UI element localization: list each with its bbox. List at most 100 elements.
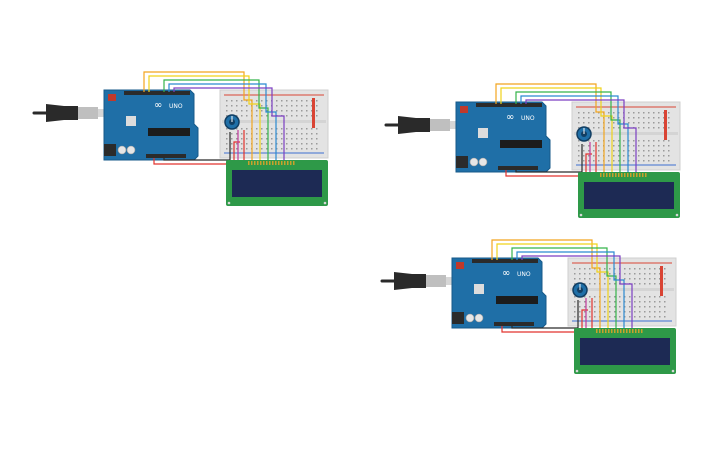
breadboard-hole (236, 100, 238, 102)
breadboard-hole (613, 112, 615, 114)
breadboard-hole (306, 138, 308, 140)
breadboard-hole (301, 105, 303, 107)
breadboard-hole (629, 268, 631, 270)
breadboard-hole (649, 306, 651, 308)
breadboard-hole (246, 138, 248, 140)
lcd-pin-header (248, 161, 295, 165)
breadboard-hole (614, 273, 616, 275)
breadboard-hole (623, 140, 625, 142)
lcd-pin (624, 173, 626, 177)
circuit-drawing[interactable]: ∞ UNO (380, 238, 692, 398)
arduino-uno-board[interactable]: ∞ UNO (455, 101, 551, 173)
breadboard-hole (634, 283, 636, 285)
breadboard-hole (593, 117, 595, 119)
breadboard-hole (598, 160, 600, 162)
circuit-2[interactable]: ∞ UNO (384, 82, 696, 242)
lcd-pin (287, 161, 289, 165)
breadboard-hole (644, 301, 646, 303)
breadboard-hole (614, 296, 616, 298)
breadboard-hole (574, 273, 576, 275)
digital-pin-header (124, 91, 190, 95)
breadboard-hole (644, 316, 646, 318)
breadboard-hole (316, 115, 318, 117)
reset-button[interactable] (460, 106, 468, 113)
breadboard-hole (649, 278, 651, 280)
lcd-16x2-display[interactable] (574, 328, 676, 374)
breadboard-hole (668, 112, 670, 114)
breadboard-hole (306, 128, 308, 130)
usb-connector-tip (450, 121, 460, 129)
breadboard-hole (579, 301, 581, 303)
usb-cable[interactable] (380, 272, 456, 290)
analog-pin-header (494, 322, 534, 326)
breadboard-hole (663, 145, 665, 147)
breadboard-hole (639, 316, 641, 318)
breadboard-hole (261, 100, 263, 102)
breadboard-hole (619, 316, 621, 318)
lcd-pin (645, 173, 647, 177)
potentiometer[interactable] (576, 126, 592, 142)
breadboard-hole (286, 105, 288, 107)
lcd-16x2-display[interactable] (226, 160, 328, 206)
breadboard-hole (584, 311, 586, 313)
breadboard-hole (231, 110, 233, 112)
lcd-pin (618, 173, 620, 177)
potentiometer[interactable] (224, 114, 240, 130)
usb-cable[interactable] (384, 116, 460, 134)
breadboard-hole (643, 155, 645, 157)
breadboard-hole (246, 100, 248, 102)
breadboard-hole (608, 155, 610, 157)
reset-button[interactable] (456, 262, 464, 269)
usb-cable[interactable] (32, 104, 108, 122)
breadboard-hole (584, 278, 586, 280)
jumper-wires[interactable] (495, 83, 637, 177)
potentiometer[interactable] (572, 282, 588, 298)
circuit-3[interactable]: ∞ UNO (380, 238, 692, 398)
jumper-wires[interactable] (143, 71, 285, 165)
breadboard-hole (286, 115, 288, 117)
breadboard-hole (629, 311, 631, 313)
reset-button[interactable] (108, 94, 116, 101)
breadboard-hole (276, 100, 278, 102)
breadboard-hole (629, 278, 631, 280)
arduino-uno-board[interactable]: ∞ UNO (451, 257, 547, 329)
breadboard-hole (638, 127, 640, 129)
breadboard-hole (643, 150, 645, 152)
breadboard-hole (634, 273, 636, 275)
arduino-uno-board[interactable]: ∞ UNO (103, 89, 199, 161)
breadboard-hole (638, 155, 640, 157)
lcd-pin (639, 173, 641, 177)
breadboard-hole (604, 273, 606, 275)
breadboard-hole (618, 127, 620, 129)
circuit-drawing[interactable]: ∞ UNO (384, 82, 696, 242)
breadboard-hole (281, 133, 283, 135)
breadboard-hole (281, 100, 283, 102)
circuit-1[interactable]: ∞ UNO (32, 70, 344, 230)
breadboard-hole (668, 117, 670, 119)
breadboard-hole (306, 100, 308, 102)
power-jumper (312, 98, 315, 128)
breadboard-hole (574, 283, 576, 285)
breadboard-hole (614, 301, 616, 303)
breadboard-hole (624, 296, 626, 298)
breadboard-hole (241, 100, 243, 102)
lcd-16x2-display[interactable] (578, 172, 680, 218)
breadboard-hole (301, 128, 303, 130)
breadboard-hole (316, 110, 318, 112)
breadboard-hole (291, 110, 293, 112)
breadboard-hole (609, 301, 611, 303)
breadboard-hole (246, 143, 248, 145)
breadboard-hole (593, 155, 595, 157)
breadboard-hole (281, 148, 283, 150)
breadboard-hole (643, 140, 645, 142)
breadboard-hole (668, 150, 670, 152)
circuit-drawing[interactable]: ∞ UNO (32, 70, 344, 230)
breadboard-hole (639, 273, 641, 275)
breadboard-hole (659, 311, 661, 313)
breadboard-hole (578, 122, 580, 124)
breadboard-hole (594, 306, 596, 308)
breadboard-hole (664, 278, 666, 280)
breadboard-hole (628, 155, 630, 157)
breadboard-hole (663, 127, 665, 129)
digital-pin-header (476, 103, 542, 107)
